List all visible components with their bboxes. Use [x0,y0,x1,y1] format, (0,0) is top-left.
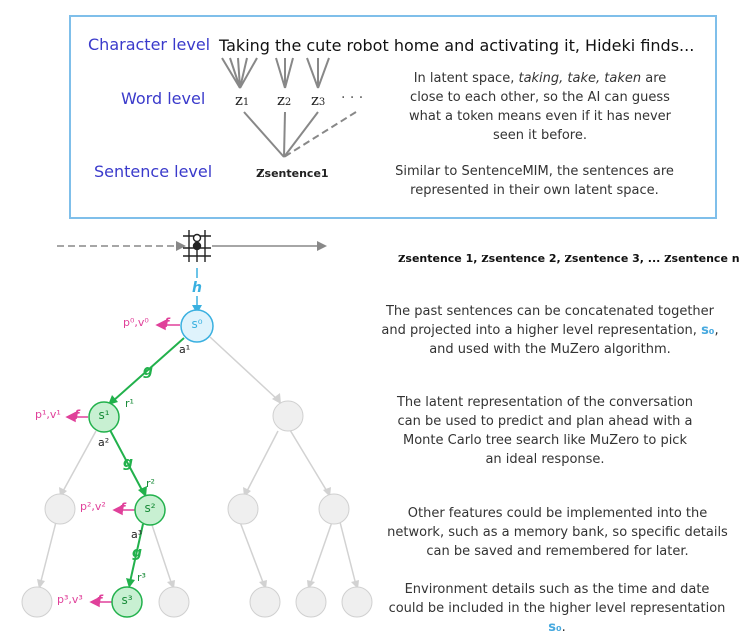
f-label-3: f [97,593,103,607]
z-sentence-list: zsentence 1, zsentence 2, zsentence 3, .… [398,251,740,266]
green-tree-edges [109,337,185,583]
token-ellipsis: · · · [341,90,364,106]
timeline [57,241,327,251]
node-s3 [111,586,143,618]
r3-label: r³ [137,571,146,584]
node-s3-label: s³ [121,593,133,607]
sentence-text: Taking the cute robot home and activatin… [219,36,695,55]
h-label: h [192,280,202,296]
g-label-2: g [123,455,134,471]
g-label-1: g [143,363,154,379]
f-label-2: f [120,501,126,515]
latent-levels-box [69,15,717,219]
f-label-0: f [164,316,170,330]
concat-grid-icon [183,230,211,262]
pv1-label: p¹,v¹ [35,408,61,421]
node-s1 [88,401,120,433]
f-arrows [65,319,180,608]
sentence-level-label: Sentence level [94,162,213,181]
f-label-1: f [74,408,80,422]
environment-note: Environment details such as the time and… [388,582,726,635]
a3-label: a³ [131,528,143,541]
node-s2 [134,494,166,526]
r2-label: r² [146,477,155,490]
node-s1-label: s¹ [98,408,110,422]
node-s2-label: s² [144,501,156,515]
a1-label: a¹ [179,343,191,356]
pv0-label: p⁰,v⁰ [123,316,149,329]
gray-nodes [21,400,373,618]
char-to-word-lines [221,57,330,89]
word-level-label: Word level [121,89,206,108]
character-level-label: Character level [88,35,211,54]
z-sentence-label: zsentence1 [256,163,329,181]
latent-space-note: In latent space, taking, take, taken are… [408,71,672,143]
node-s0-label: s⁰ [191,317,203,331]
node-s0 [180,309,214,343]
pv3-label: p³,v³ [57,593,83,606]
token-z3: z3 [311,91,326,109]
green-arrowheads [108,395,147,588]
memory-note: Other features could be implemented into… [387,506,728,559]
pv2-label: p²,v² [80,500,106,513]
mcts-note: The latent representation of the convers… [396,395,694,467]
past-sentences-note: The past sentences can be concatenated t… [381,304,719,357]
a2-label: a² [98,436,110,449]
r1-label: r¹ [125,397,134,410]
gray-tree-edges [39,336,357,586]
word-to-sentence-lines [243,111,357,158]
token-z1: z1 [235,91,250,109]
token-z2: z2 [277,91,292,109]
g-label-3: g [132,545,143,561]
sentence-space-note: Similar to SentenceMIM, the sentences ar… [395,164,674,198]
gray-tree-arrowheads [37,393,359,589]
